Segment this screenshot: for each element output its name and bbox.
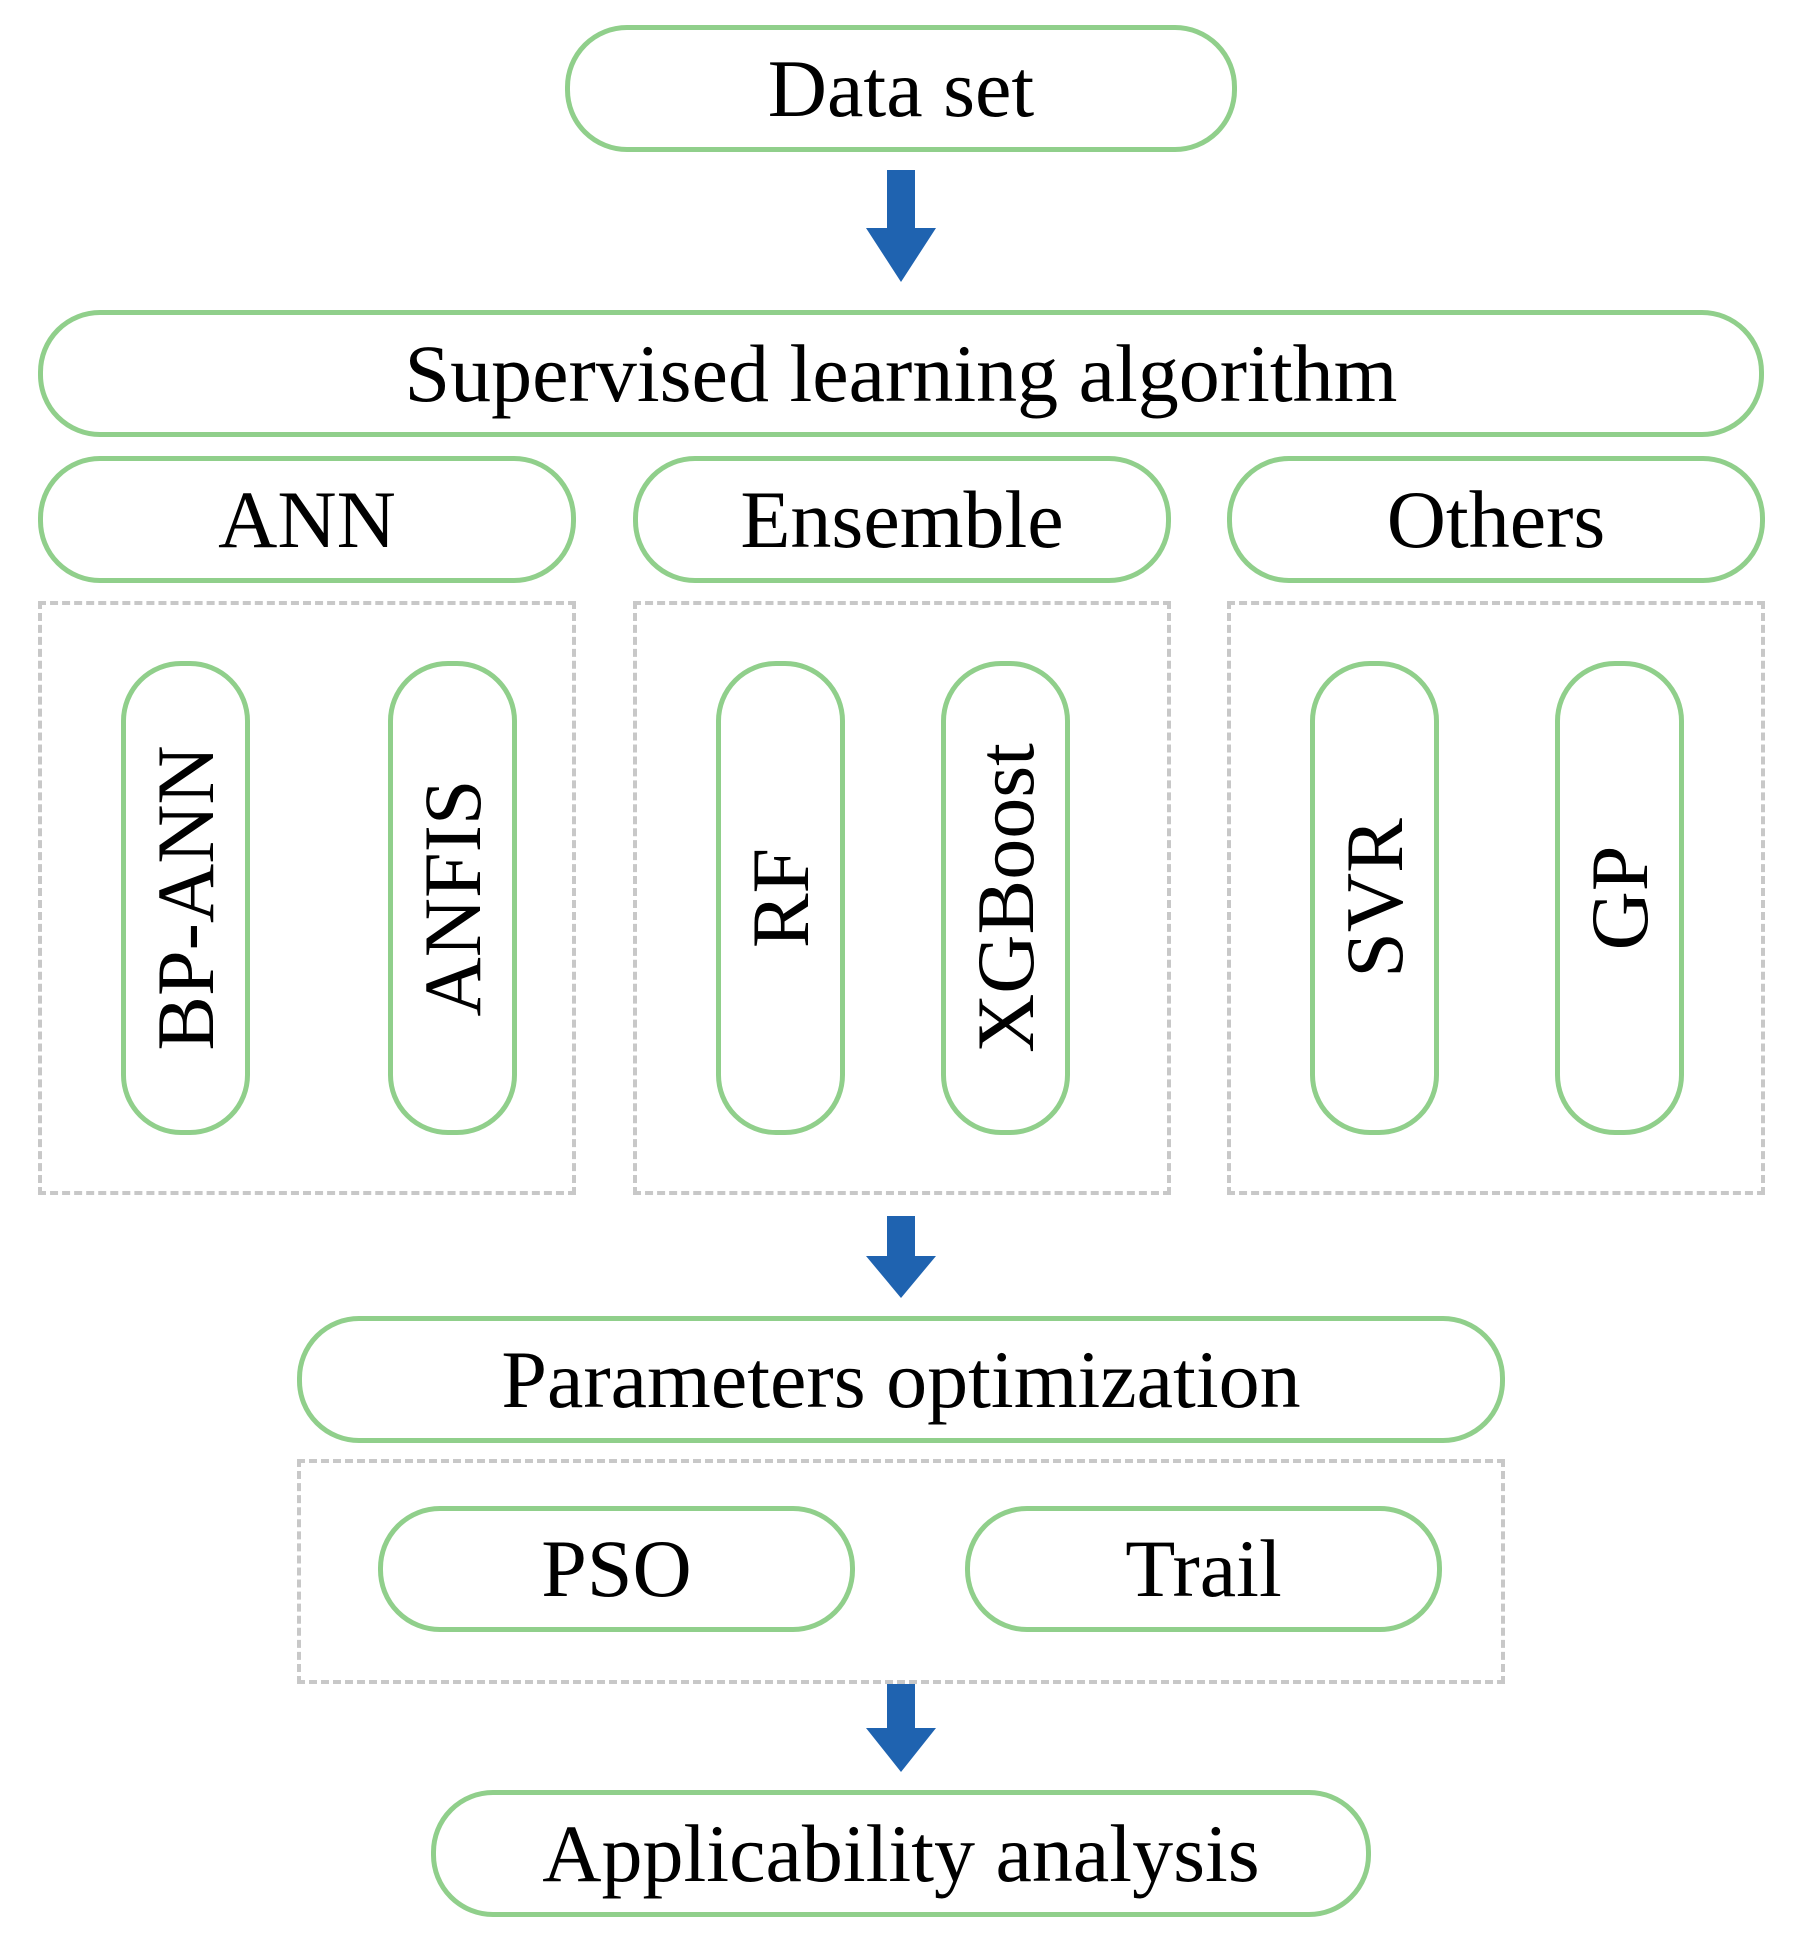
- node-ann-label: ANN: [218, 473, 396, 565]
- node-pso: PSO: [378, 1506, 855, 1632]
- node-rf: RF: [716, 661, 845, 1135]
- node-xgboost: XGBoost: [941, 661, 1070, 1135]
- group-other-methods: [1227, 601, 1765, 1195]
- node-applicability-analysis: Applicability analysis: [431, 1790, 1371, 1917]
- down-arrow-icon-2: [866, 1216, 936, 1298]
- node-others-label: Others: [1386, 473, 1606, 565]
- node-bp-ann: BP-ANN: [121, 661, 250, 1135]
- node-gp-label: GP: [1573, 845, 1665, 951]
- down-arrow-icon-1: [866, 170, 936, 282]
- node-svr-label: SVR: [1328, 818, 1420, 978]
- node-anfis-label: ANFIS: [406, 779, 498, 1017]
- node-bp-ann-label: BP-ANN: [139, 745, 231, 1051]
- node-parameters-optimization-label: Parameters optimization: [501, 1333, 1301, 1425]
- node-supervised-learning-algorithm: Supervised learning algorithm: [38, 310, 1764, 437]
- group-ensemble-methods: [633, 601, 1171, 1195]
- node-ensemble-label: Ensemble: [740, 473, 1064, 565]
- node-anfis: ANFIS: [388, 661, 517, 1135]
- node-pso-label: PSO: [541, 1523, 692, 1614]
- node-rf-label: RF: [734, 847, 826, 949]
- node-others: Others: [1227, 456, 1765, 583]
- node-gp: GP: [1555, 661, 1684, 1135]
- node-supervised-label: Supervised learning algorithm: [404, 327, 1398, 419]
- node-data-set-label: Data set: [767, 42, 1035, 134]
- node-ensemble: Ensemble: [633, 456, 1171, 583]
- group-optimization-methods: [297, 1459, 1505, 1684]
- node-ann: ANN: [38, 456, 576, 583]
- node-trail: Trail: [965, 1506, 1442, 1632]
- node-trail-label: Trail: [1125, 1523, 1282, 1614]
- node-data-set: Data set: [565, 25, 1237, 152]
- node-svr: SVR: [1310, 661, 1439, 1135]
- node-applicability-analysis-label: Applicability analysis: [542, 1807, 1260, 1899]
- group-ann-methods: [38, 601, 576, 1195]
- node-parameters-optimization: Parameters optimization: [297, 1316, 1505, 1443]
- down-arrow-icon-3: [866, 1684, 936, 1772]
- node-xgboost-label: XGBoost: [959, 743, 1051, 1053]
